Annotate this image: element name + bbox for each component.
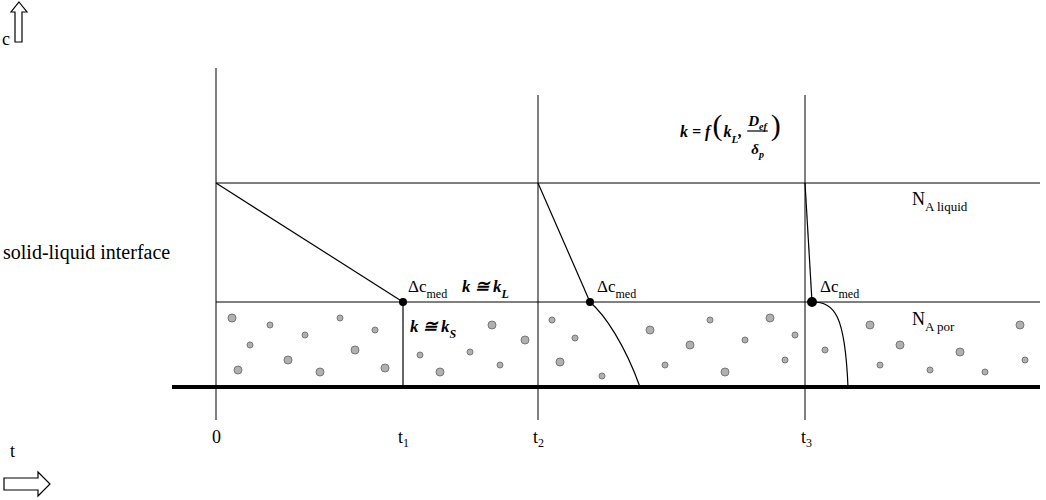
- interface-points: [399, 297, 817, 307]
- time-line: [216, 68, 217, 420]
- diagram-label: A por: [925, 320, 954, 333]
- diagram-label: k ≅ k: [462, 278, 502, 295]
- solid-base-line: [172, 385, 1040, 389]
- profile-t3: [812, 302, 848, 387]
- diagram-label: 2: [538, 437, 544, 449]
- diagram-label: t: [10, 442, 15, 460]
- diagram-label: k = f: [680, 124, 710, 140]
- time-line: [805, 95, 806, 420]
- diagram-label: A liquid: [925, 200, 967, 213]
- diagram-label: k: [723, 124, 731, 140]
- diagram-label: ,: [738, 124, 742, 140]
- profile-t1: [402, 302, 403, 387]
- diagram-label: δ: [751, 142, 759, 157]
- diagram-label: (: [712, 110, 722, 140]
- diagram-label: L: [502, 288, 509, 300]
- diagram-label: med: [615, 288, 636, 300]
- profile-t2: [590, 302, 640, 387]
- time-line: [538, 95, 539, 420]
- diagram-label: t: [801, 428, 806, 446]
- diagram-label: ): [771, 110, 781, 140]
- c-axis-arrow: [11, 2, 27, 42]
- diagram-label: 1: [403, 437, 409, 449]
- liquid-level-line: [216, 183, 1040, 184]
- diagram-label: t: [398, 428, 403, 446]
- grid-lines: [216, 68, 1040, 420]
- diagram-label: c: [2, 30, 10, 48]
- profile-t1: [216, 183, 403, 302]
- diagram-label: D: [748, 114, 759, 129]
- diagram-label: med: [426, 288, 447, 300]
- porous-particles: [228, 314, 1028, 379]
- interface-point: [399, 298, 407, 306]
- profile-t2: [538, 183, 590, 302]
- diagram-label: Δc: [597, 278, 615, 295]
- interface-point: [807, 297, 817, 307]
- diagram-label: N: [912, 190, 925, 208]
- interface-point: [586, 298, 594, 306]
- diagram-label: N: [912, 310, 925, 328]
- diagram-label: ef: [759, 122, 767, 132]
- concentration-profiles: [216, 183, 848, 387]
- diagram-label: 0: [212, 428, 221, 446]
- diagram-label: 3: [806, 437, 812, 449]
- diagram-label: p: [759, 150, 764, 160]
- profile-t3: [805, 183, 812, 302]
- diagram-label: S: [450, 328, 457, 340]
- diagram-label: med: [838, 288, 859, 300]
- diagram-label: solid-liquid interface: [3, 242, 170, 262]
- diagram-label: k ≅ k: [410, 318, 450, 335]
- interface-line: [216, 302, 1040, 303]
- diagram-label: L: [731, 134, 738, 145]
- diagram-label: Δc: [408, 278, 426, 295]
- diagram-label: Δc: [820, 278, 838, 295]
- diagram-label: t: [533, 428, 538, 446]
- t-axis-arrow: [4, 472, 50, 496]
